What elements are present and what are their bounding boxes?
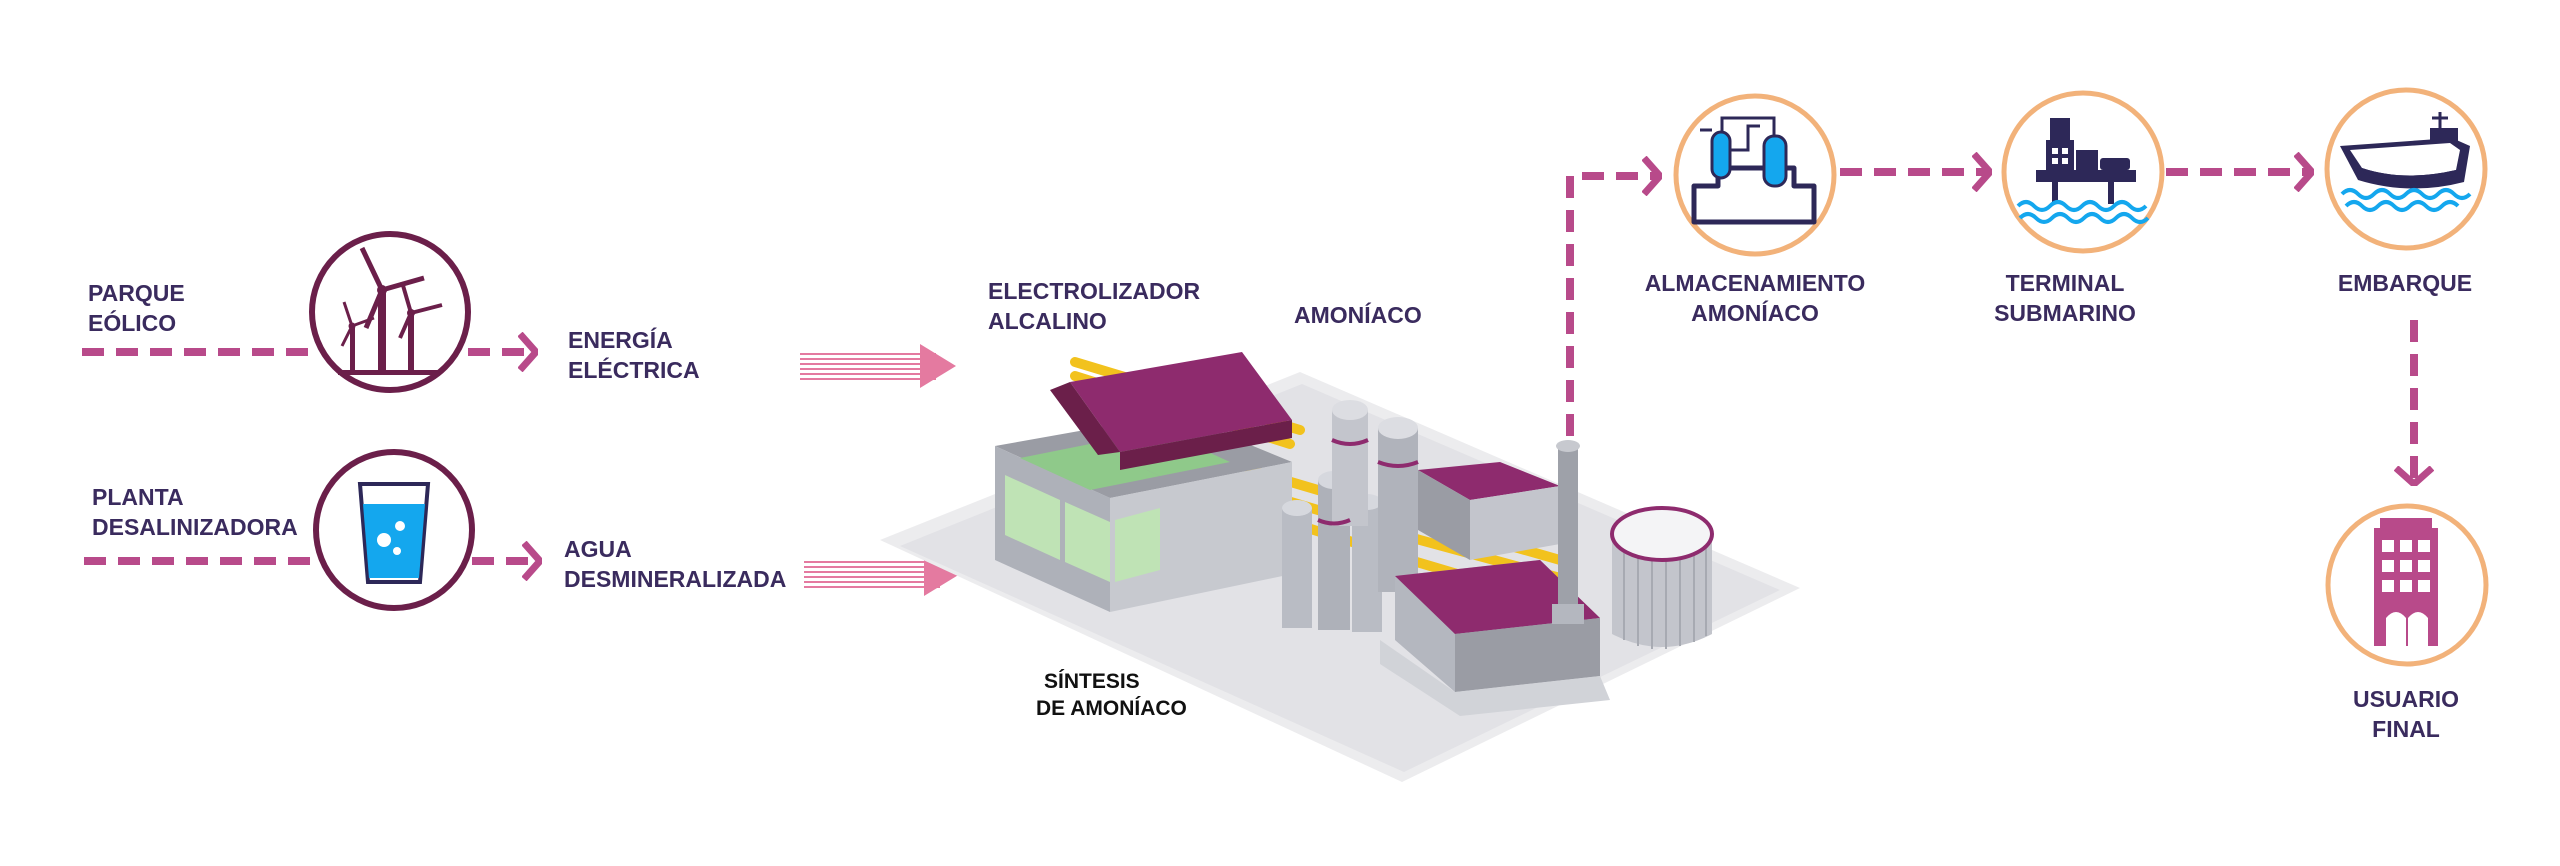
synthesis-label-line1: SÍNTESIS bbox=[1044, 670, 1140, 693]
wind-circle bbox=[309, 231, 471, 393]
wind-turbines-icon bbox=[338, 246, 443, 375]
demineralized-water-label: AGUA DESMINERALIZADA bbox=[564, 534, 786, 594]
electric-energy-label-line2: ELÉCTRICA bbox=[568, 357, 700, 383]
end-user-label: USUARIO FINAL bbox=[2316, 684, 2496, 744]
ship-waves bbox=[2340, 188, 2472, 212]
desalination-label-line1: PLANTA bbox=[92, 484, 184, 510]
end-user-node bbox=[2325, 503, 2489, 667]
waves bbox=[2016, 200, 2150, 224]
terminal-label-line2: SUBMARINO bbox=[1994, 300, 2136, 326]
ammonia-plant-illustration bbox=[880, 352, 1800, 782]
wind-farm-label: PARQUE EÓLICO bbox=[88, 278, 185, 338]
desalination-label-line2: DESALINIZADORA bbox=[92, 514, 298, 540]
shipment-label-line1: EMBARQUE bbox=[2337, 270, 2473, 296]
electrolyzer-label: ELECTROLIZADOR ALCALINO bbox=[988, 276, 1200, 336]
end-user-label-line2: FINAL bbox=[2372, 716, 2440, 742]
synthesis-columns bbox=[1282, 400, 1419, 632]
storage-label-line2: AMONÍACO bbox=[1691, 300, 1819, 326]
electrolyzer-label-line1: ELECTROLIZADOR bbox=[988, 278, 1201, 304]
offshore-terminal-icon bbox=[2036, 118, 2136, 204]
storage-tank bbox=[1610, 506, 1714, 649]
plant-to-storage-arrow bbox=[1566, 176, 1660, 436]
demineralized-label-line2: DESMINERALIZADA bbox=[564, 566, 787, 592]
storage-label: ALMACENAMIENTO AMONÍACO bbox=[1620, 268, 1890, 328]
shipment-label: EMBARQUE bbox=[2310, 268, 2500, 298]
energy-input-arrow bbox=[800, 344, 956, 388]
wind-farm-label-line2: EÓLICO bbox=[88, 310, 177, 336]
water-row bbox=[84, 449, 540, 611]
storage-tanks-icon bbox=[1691, 116, 1817, 225]
wind-farm-label-line1: PARQUE bbox=[88, 280, 185, 306]
terminal-label-line1: TERMINAL bbox=[2005, 270, 2125, 296]
electric-energy-label: ENERGÍA ELÉCTRICA bbox=[568, 325, 700, 385]
stack bbox=[1552, 440, 1584, 624]
synthesis-label: SÍNTESIS DE AMONÍACO bbox=[1036, 668, 1187, 722]
storage-label-line1: ALMACENAMIENTO bbox=[1644, 270, 1866, 296]
storage-node bbox=[1673, 93, 1837, 257]
terminal-label: TERMINAL SUBMARINO bbox=[1960, 268, 2170, 328]
electrolyzer-label-line2: ALCALINO bbox=[988, 308, 1107, 334]
electrolyzer-building bbox=[995, 352, 1292, 612]
ammonia-label-text: AMONÍACO bbox=[1294, 302, 1422, 328]
ammonia-unit bbox=[1380, 462, 1610, 716]
synthesis-label-line2: DE AMONÍACO bbox=[1036, 697, 1187, 720]
terminal-node bbox=[2001, 90, 2165, 254]
building-icon bbox=[2374, 518, 2438, 646]
demineralized-label-line1: AGUA bbox=[564, 536, 632, 562]
water-glass-icon bbox=[357, 482, 431, 584]
end-user-label-line1: USUARIO bbox=[2352, 686, 2460, 712]
electric-energy-label-line1: ENERGÍA bbox=[568, 327, 673, 353]
ship-icon bbox=[2340, 112, 2470, 189]
ammonia-label: AMONÍACO bbox=[1294, 300, 1422, 330]
desalination-plant-label: PLANTA DESALINIZADORA bbox=[92, 482, 298, 542]
shipment-node bbox=[2324, 87, 2488, 251]
wind-row bbox=[82, 231, 536, 393]
